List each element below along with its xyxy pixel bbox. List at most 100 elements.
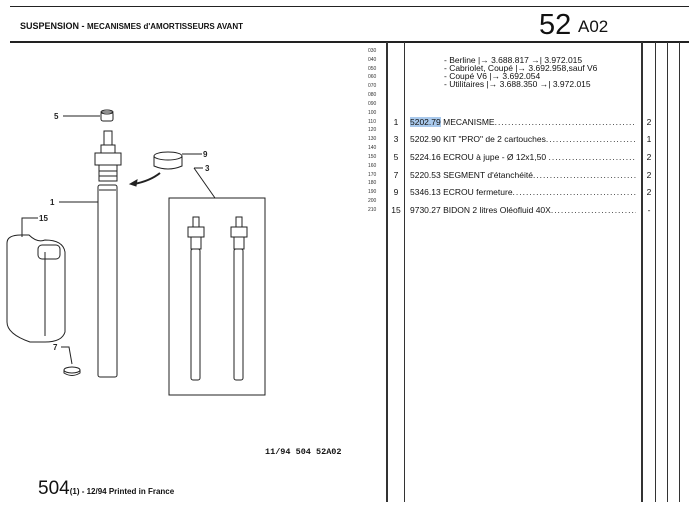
cap-nut-part [153, 151, 183, 170]
column-rule [655, 42, 656, 502]
svg-text:1: 1 [50, 198, 55, 207]
part-reference[interactable]: 5202.79 [410, 116, 441, 127]
callout-7: 7 [53, 343, 73, 365]
column-rule [679, 42, 680, 502]
nut-part [100, 109, 114, 122]
exploded-view-illustration: 5 1 9 3 [6, 109, 266, 396]
table-row[interactable]: 9730.27 BIDON 2 litres Oléofluid 40X....… [410, 205, 636, 215]
svg-text:15: 15 [39, 214, 48, 223]
footer-edition: 504(1) - 12/94 Printed in France [38, 478, 174, 500]
line-number: 050 [368, 65, 377, 72]
part-reference[interactable]: 5202.90 [410, 134, 441, 145]
part-label: ECROU à jupe - Ø 12x1,50 [443, 151, 549, 162]
title-separator: - [79, 21, 88, 31]
part-item-number: 15 [391, 204, 401, 215]
column-rule [386, 42, 388, 502]
seal-ring-part [63, 366, 81, 376]
kit-box [168, 197, 266, 396]
line-number: 170 [368, 171, 377, 178]
arrow-head-icon [128, 179, 138, 187]
line-number: 100 [368, 109, 377, 116]
line-number: 150 [368, 153, 377, 160]
part-reference[interactable]: 5224.16 [410, 151, 441, 162]
svg-text:5: 5 [54, 112, 59, 121]
leader-dots: ........................................… [512, 187, 636, 198]
cartridge-part [187, 216, 205, 381]
part-item-number: 3 [393, 134, 399, 145]
part-quantity: 1 [646, 134, 652, 145]
line-number: 200 [368, 198, 377, 205]
part-quantity: 2 [646, 169, 652, 180]
section-subtitle: MECANISMES d'AMORTISSEURS AVANT [87, 22, 243, 31]
column-rule [641, 42, 643, 502]
page-title: SUSPENSION - MECANISMES d'AMORTISSEURS A… [20, 21, 243, 31]
leader-dots: ........................................… [532, 169, 636, 180]
callout-5: 5 [54, 112, 100, 121]
part-label: SEGMENT d'étanchéité [443, 169, 533, 180]
part-item-number: 7 [393, 169, 399, 180]
shock-mechanism-part [94, 130, 122, 378]
line-number: 120 [368, 127, 377, 134]
part-quantity: - [647, 204, 651, 215]
line-number: 090 [368, 100, 377, 107]
header-rule [10, 41, 689, 43]
line-number: 140 [368, 145, 377, 152]
part-label: BIDON 2 litres Oléofluid 40X [443, 204, 551, 215]
column-rule [667, 42, 668, 502]
page-code: A02 [578, 17, 609, 36]
line-number: 040 [368, 56, 377, 63]
line-number: 160 [368, 162, 377, 169]
page-number: 52 [539, 9, 572, 41]
callout-3: 3 [193, 164, 216, 199]
svg-text:3: 3 [205, 164, 210, 173]
part-label: MECANISME [443, 116, 495, 127]
svg-text:7: 7 [53, 343, 58, 352]
part-item-number: 9 [393, 187, 399, 198]
part-quantity: 2 [646, 187, 652, 198]
part-quantity: 2 [646, 151, 652, 162]
line-number: 080 [368, 92, 377, 99]
svg-text:9: 9 [203, 150, 208, 159]
line-number: 180 [368, 180, 377, 187]
line-number: 210 [368, 206, 377, 213]
line-number: 070 [368, 83, 377, 90]
callout-15: 15 [21, 214, 48, 237]
line-number: 130 [368, 136, 377, 143]
line-number: 060 [368, 74, 377, 81]
callout-1: 1 [50, 198, 98, 207]
part-item-number: 1 [393, 116, 399, 127]
applicability-line: - Berline |→ 3.688.817 →| 3.972.015 [444, 55, 583, 65]
cartridge-part [230, 216, 248, 381]
model-number: 504 [38, 478, 70, 499]
part-reference[interactable]: 5220.53 [410, 169, 441, 180]
leader-dots: ........................................… [545, 134, 636, 145]
document-code: 11/94 504 52A02 [265, 447, 342, 457]
table-row[interactable]: 5346.13 ECROU fermeture.................… [410, 187, 636, 197]
table-row[interactable]: 5202.90 KIT "PRO" de 2 cartouches.......… [410, 134, 636, 144]
edition-text: (1) - 12/94 Printed in France [69, 487, 175, 496]
part-label: ECROU fermeture [443, 187, 513, 198]
column-rule [404, 42, 405, 502]
table-row[interactable]: 5202.79 MECANISME.......................… [410, 116, 636, 127]
section-name: SUSPENSION [20, 21, 80, 31]
callout-9: 9 [182, 150, 208, 159]
part-item-number: 5 [393, 151, 399, 162]
top-rule [10, 6, 689, 7]
oil-can-part [6, 234, 66, 343]
applicability-line: - Cabriolet, Coupé |→ 3.692.958,sauf V6 [444, 63, 598, 73]
part-reference[interactable]: 9730.27 [410, 204, 441, 215]
leader-dots: ........................................… [550, 204, 636, 215]
part-label: KIT "PRO" de 2 cartouches [443, 134, 546, 145]
line-number: 190 [368, 189, 377, 196]
table-row[interactable]: 5220.53 SEGMENT d'étanchéité............… [410, 170, 636, 180]
part-reference[interactable]: 5346.13 [410, 187, 441, 198]
line-number: 030 [368, 48, 377, 54]
applicability-line: - Utilitaires |→ 3.688.350 →| 3.972.015 [444, 79, 591, 89]
leader-dots: ........................................… [494, 116, 636, 127]
table-row[interactable]: 5224.16 ECROU à jupe - Ø 12x1,50 .......… [410, 152, 636, 162]
arrow-icon [133, 172, 161, 185]
part-quantity: 2 [646, 116, 652, 127]
leader-dots: ........................................… [548, 151, 636, 162]
applicability-line: - Coupé V6 |→ 3.692.054 [444, 71, 541, 81]
line-number: 110 [368, 118, 376, 125]
